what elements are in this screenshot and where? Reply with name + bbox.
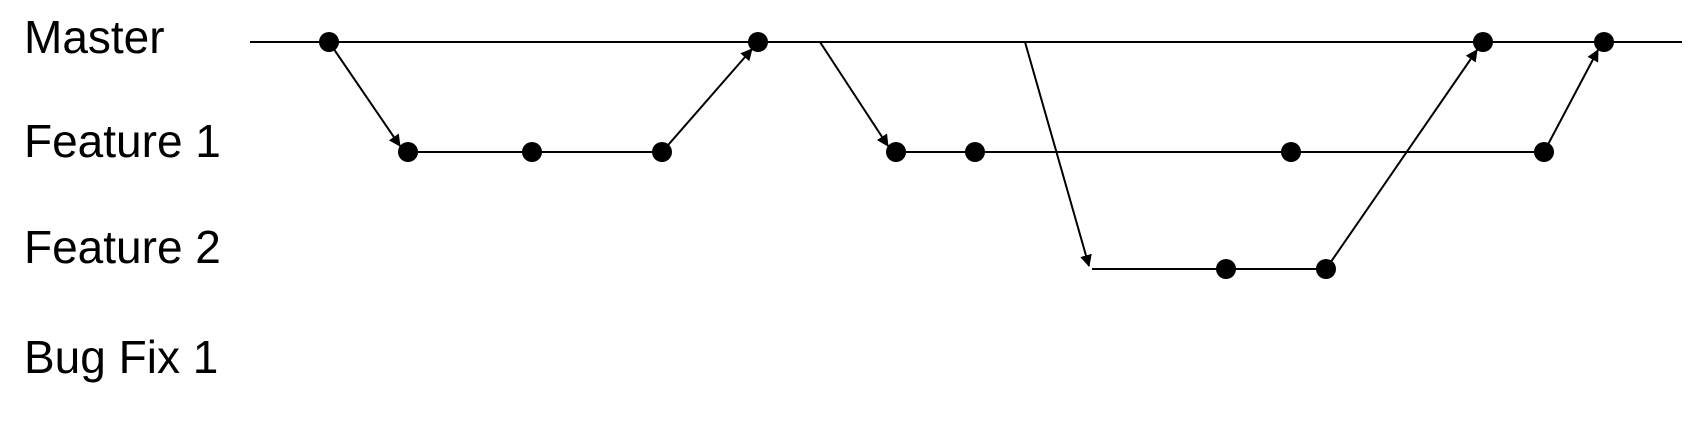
branch-arrow-master-to-feature-1 [328, 41, 401, 147]
commit-dot [886, 142, 906, 162]
branch-arrow-master-to-feature-1-second [819, 41, 889, 147]
commit-dot [1594, 32, 1614, 52]
merge-arrow-feature-2-to-master [1325, 49, 1478, 270]
branch-label-master: Master [24, 11, 165, 63]
merge-arrow-feature-1-to-master-second [1543, 49, 1599, 153]
branch-label-bug-fix-1: Bug Fix 1 [24, 331, 218, 383]
merge-arrow-feature-1-to-master [661, 48, 753, 153]
commit-dot [748, 32, 768, 52]
commit-dot [1316, 259, 1336, 279]
branch-arrow-master-to-feature-2 [1024, 41, 1092, 267]
commit-dot [319, 32, 339, 52]
commit-dot [1534, 142, 1554, 162]
commit-dot [1216, 259, 1236, 279]
commit-dot [1473, 32, 1493, 52]
commit-dot [652, 142, 672, 162]
branch-label-feature-1: Feature 1 [24, 115, 221, 167]
commit-dot [522, 142, 542, 162]
commit-dot [965, 142, 985, 162]
commit-dot [398, 142, 418, 162]
branch-label-feature-2: Feature 2 [24, 221, 221, 273]
commit-dot [1281, 142, 1301, 162]
